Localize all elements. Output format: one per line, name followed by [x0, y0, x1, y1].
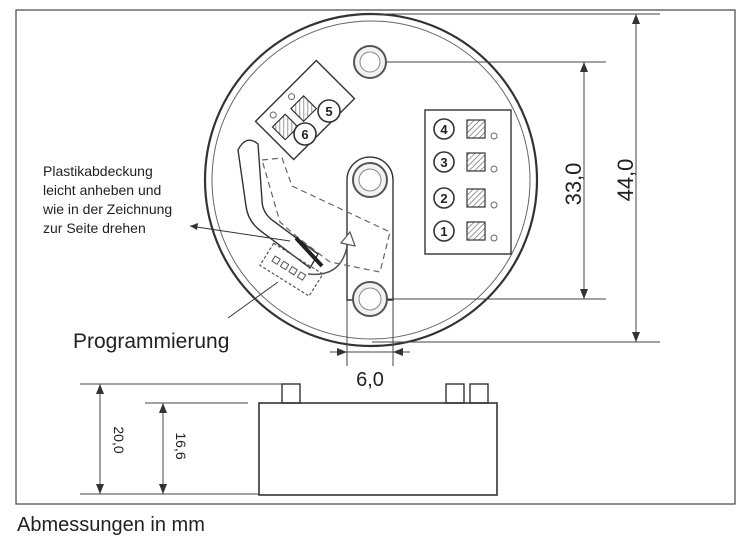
terminal-4: 4: [433, 118, 498, 140]
side-view-terminal-right: [469, 383, 489, 404]
cover-rotated-outline: [261, 157, 391, 273]
dimension-20-label: 20,0: [111, 426, 127, 453]
programming-leader: [227, 281, 279, 319]
terminal-screw-2: [466, 188, 486, 208]
side-view: [258, 383, 498, 496]
caption: Abmessungen in mm: [17, 514, 205, 536]
dimension-16-6: 16,6: [145, 402, 248, 494]
dimension-44: 44,0: [372, 13, 660, 343]
housing-inner-circle: [211, 20, 531, 340]
side-view-terminal-mid: [445, 383, 465, 404]
annotation-line-4: zur Seite drehen: [43, 220, 146, 236]
programming-connector: [259, 242, 324, 297]
housing-outer-circle: [203, 12, 539, 348]
annotation-line-3: wie in der Zeichnung: [42, 201, 172, 217]
terminal-label-2: 2: [440, 191, 447, 206]
terminal-screw-top-a: [271, 113, 299, 141]
dimension-44-label: 44,0: [613, 159, 638, 202]
terminal-6: 6: [293, 122, 317, 146]
mounting-hole-bottom: [352, 281, 388, 317]
terminal-label-3: 3: [440, 155, 447, 170]
dimension-6-label: 6,0: [356, 369, 384, 391]
annotation-leader: [189, 225, 291, 242]
terminal-screw-top-b: [290, 95, 318, 123]
plastic-cover: [237, 139, 319, 270]
terminal-block-right: 4 3 2 1: [424, 109, 512, 255]
terminal-label-6: 6: [301, 127, 308, 142]
annotation-line-1: Plastikabdeckung: [43, 163, 153, 179]
terminal-screw-1: [466, 221, 486, 241]
dimension-6: 6,0: [330, 300, 410, 391]
side-view-terminal-left: [281, 383, 301, 404]
terminal-5: 5: [317, 99, 341, 123]
drawing-frame: [15, 9, 736, 505]
dimension-20: 20,0: [80, 383, 282, 495]
dimension-33: 33,0: [386, 61, 606, 300]
top-view: 4 3 2 1: [203, 12, 539, 348]
terminal-screw-3: [466, 152, 486, 172]
terminal-screw-4: [466, 119, 486, 139]
annotation-line-2: leicht anheben und: [43, 182, 161, 198]
rotation-arrow: [307, 239, 349, 276]
terminal-3: 3: [433, 151, 498, 173]
annotation-text: Plastikabdeckung leicht anheben und wie …: [42, 163, 172, 236]
terminal-label-5: 5: [325, 104, 332, 119]
mounting-hole-center: [346, 156, 394, 301]
mounting-hole-top: [353, 45, 387, 79]
programming-label: Programmierung: [73, 330, 229, 353]
dimension-16-6-label: 16,6: [173, 432, 189, 459]
terminal-label-1: 1: [440, 224, 447, 239]
dimension-33-label: 33,0: [561, 163, 586, 206]
terminal-1: 1: [433, 220, 498, 242]
terminal-block-top: [254, 59, 356, 161]
terminal-label-4: 4: [440, 122, 448, 137]
programming-strip: [294, 236, 324, 268]
terminal-2: 2: [433, 187, 498, 209]
side-view-body: [258, 402, 498, 496]
